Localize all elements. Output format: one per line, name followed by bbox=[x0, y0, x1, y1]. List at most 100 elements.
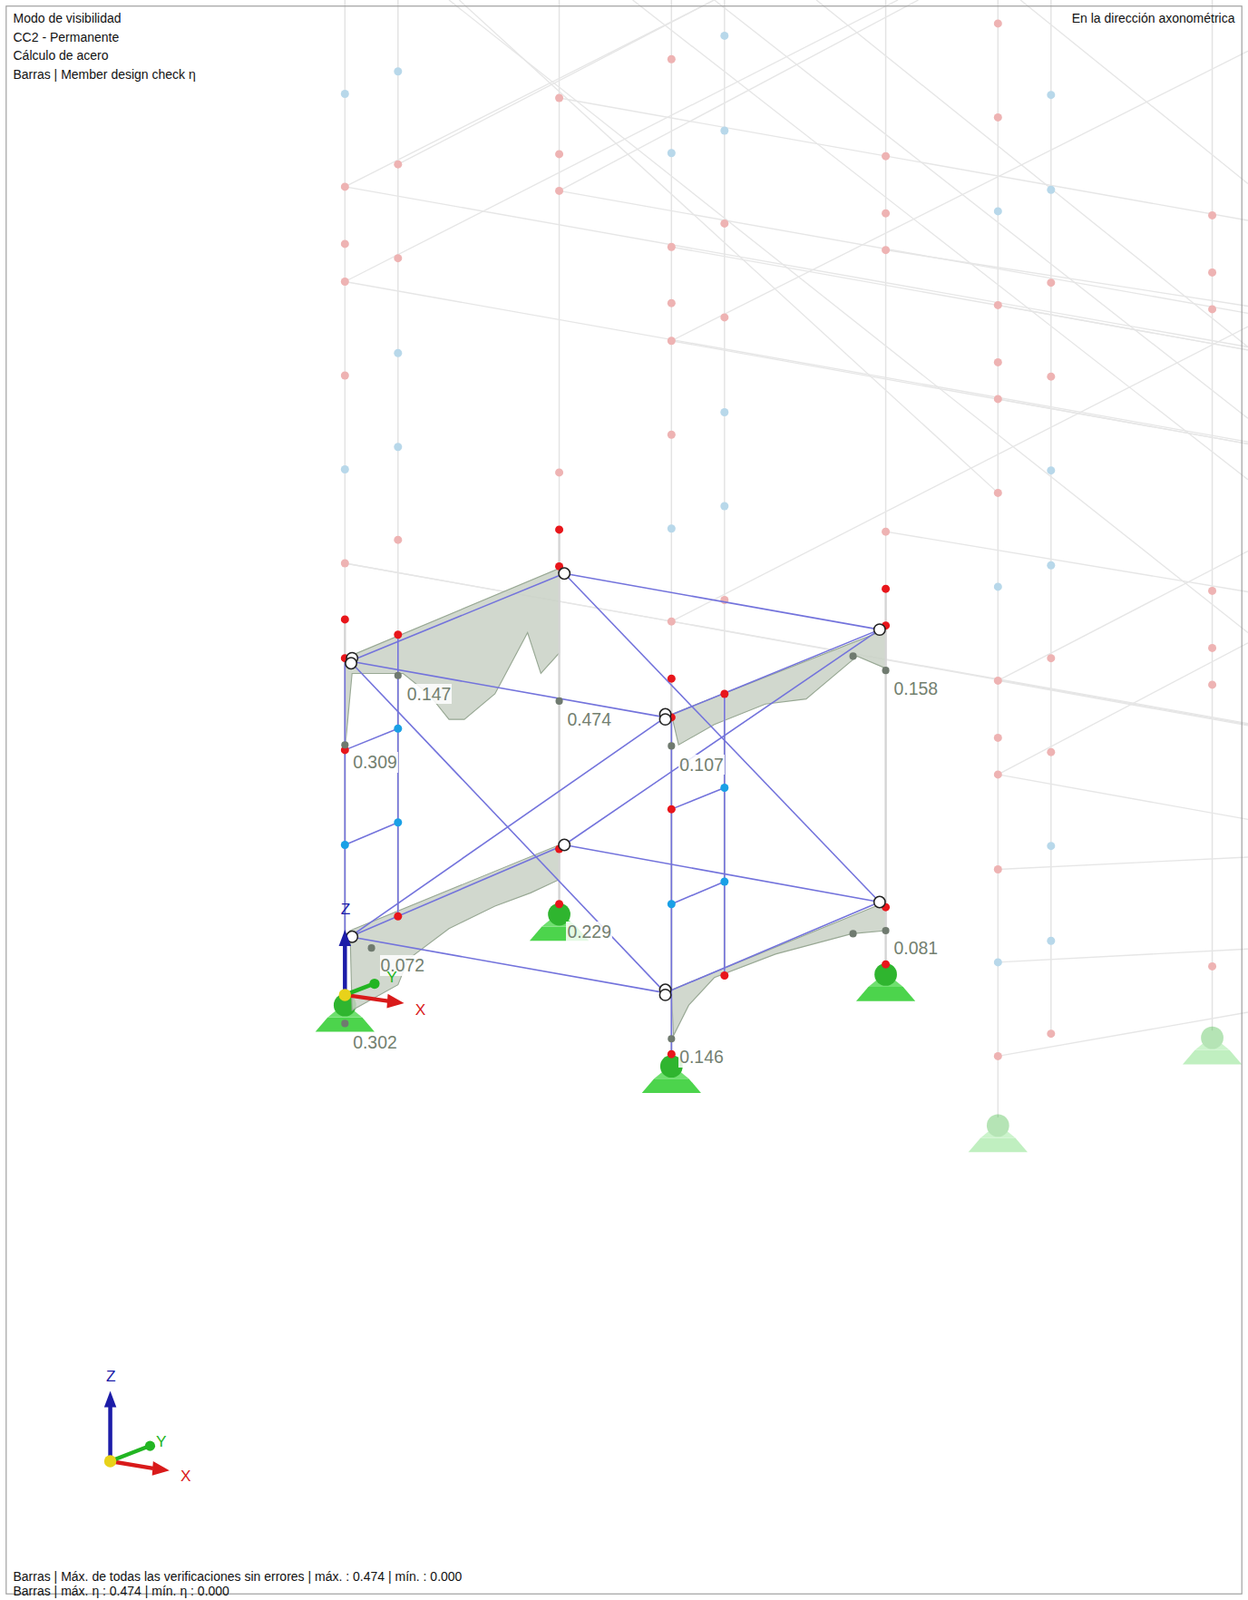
faded-node bbox=[881, 245, 890, 254]
axis-triad bbox=[339, 929, 405, 1009]
node-dot bbox=[393, 724, 402, 733]
steel-member bbox=[671, 717, 673, 1054]
faded-node bbox=[1208, 962, 1217, 971]
node-dot bbox=[667, 805, 676, 814]
faded-node bbox=[393, 67, 402, 76]
faded-node bbox=[1046, 841, 1055, 850]
faded-node bbox=[1208, 268, 1217, 277]
faded-column bbox=[997, 0, 999, 1118]
design-ratio: 0.146 bbox=[678, 1046, 725, 1067]
faded-node bbox=[1046, 936, 1055, 946]
design-ratio: 0.072 bbox=[380, 955, 427, 975]
faded-node bbox=[1208, 304, 1217, 313]
result-point bbox=[368, 944, 376, 952]
faded-member bbox=[559, 97, 1248, 221]
steel-member bbox=[723, 693, 726, 976]
result-point bbox=[555, 697, 564, 705]
faded-node bbox=[1208, 643, 1217, 653]
result-point bbox=[882, 666, 890, 674]
design-ratio: 0.229 bbox=[565, 921, 613, 942]
node-dot bbox=[555, 899, 564, 908]
node-dot bbox=[341, 614, 350, 624]
faded-member bbox=[886, 531, 1248, 592]
node-dot bbox=[720, 971, 729, 980]
result-diagram bbox=[671, 902, 886, 1036]
faded-node bbox=[1046, 90, 1055, 99]
faded-node bbox=[555, 149, 564, 158]
hinge-symbol bbox=[558, 567, 570, 579]
faded-node bbox=[667, 299, 676, 308]
result-diagram bbox=[350, 845, 560, 1011]
faded-node bbox=[1046, 372, 1055, 381]
result-point bbox=[849, 929, 858, 937]
node-dot bbox=[393, 630, 402, 639]
design-ratio: 0.147 bbox=[406, 683, 453, 704]
faded-model bbox=[341, 0, 1248, 1118]
view-direction: En la dirección axonométrica bbox=[1071, 10, 1237, 26]
faded-node bbox=[994, 1052, 1003, 1061]
axis-label: Z bbox=[105, 1367, 117, 1386]
design-ratio: 0.474 bbox=[565, 709, 613, 730]
faded-node bbox=[1208, 211, 1217, 220]
node-dot bbox=[667, 1050, 676, 1059]
axis-label: Y bbox=[385, 968, 399, 987]
frame bbox=[6, 6, 1242, 1595]
steel-member bbox=[665, 902, 880, 994]
result-diagram bbox=[344, 568, 559, 751]
faded-node bbox=[667, 524, 676, 533]
faded-node bbox=[555, 468, 564, 477]
faded-node bbox=[341, 89, 350, 98]
faded-node bbox=[393, 442, 402, 451]
result-point bbox=[667, 741, 675, 750]
faded-column bbox=[723, 0, 725, 980]
faded-node bbox=[720, 502, 729, 511]
hinge-symbol bbox=[345, 657, 357, 669]
result-point bbox=[882, 926, 890, 935]
faded-node bbox=[667, 336, 676, 345]
hinge-symbol bbox=[558, 838, 570, 850]
faded-member bbox=[997, 304, 1248, 351]
faded-node bbox=[341, 277, 350, 286]
faded-member bbox=[997, 857, 1248, 870]
steel-member bbox=[344, 728, 399, 751]
result-point bbox=[394, 672, 402, 680]
faded-member bbox=[997, 1012, 1248, 1056]
design-ratio: 0.309 bbox=[351, 751, 399, 772]
faded-node bbox=[667, 243, 676, 252]
result-point bbox=[849, 652, 858, 660]
faded-member bbox=[671, 341, 1248, 445]
node-dot bbox=[881, 960, 890, 969]
support-symbol bbox=[1182, 1026, 1242, 1065]
faded-member bbox=[671, 326, 1248, 622]
node-dot bbox=[720, 877, 729, 887]
faded-node bbox=[1046, 466, 1055, 475]
node-dot bbox=[555, 525, 564, 534]
support-symbol bbox=[968, 1114, 1028, 1153]
faded-node bbox=[393, 349, 402, 358]
design-ratio: 0.302 bbox=[351, 1032, 399, 1053]
faded-node bbox=[1208, 680, 1217, 689]
node-dot bbox=[720, 783, 729, 792]
header-text: CC2 - Permanente bbox=[12, 29, 121, 45]
faded-node bbox=[994, 676, 1003, 685]
node-dot bbox=[720, 690, 729, 699]
faded-node bbox=[1046, 185, 1055, 195]
axis-label: X bbox=[414, 1001, 428, 1020]
faded-node bbox=[881, 152, 890, 161]
faded-member bbox=[344, 282, 1248, 443]
faded-member bbox=[458, 0, 998, 493]
node-dot bbox=[393, 818, 402, 827]
faded-node bbox=[994, 113, 1003, 122]
steel-member bbox=[564, 573, 880, 630]
faded-node bbox=[881, 527, 890, 537]
faded-column bbox=[885, 0, 887, 965]
faded-node bbox=[994, 582, 1003, 591]
faded-node bbox=[667, 430, 676, 439]
design-ratio: 0.107 bbox=[678, 754, 725, 775]
faded-column bbox=[397, 0, 399, 919]
header-text: Modo de visibilidad bbox=[12, 10, 123, 26]
design-ratio: 0.158 bbox=[893, 678, 940, 699]
faded-node bbox=[720, 31, 729, 40]
faded-node bbox=[341, 239, 350, 248]
result-point bbox=[341, 1019, 349, 1027]
